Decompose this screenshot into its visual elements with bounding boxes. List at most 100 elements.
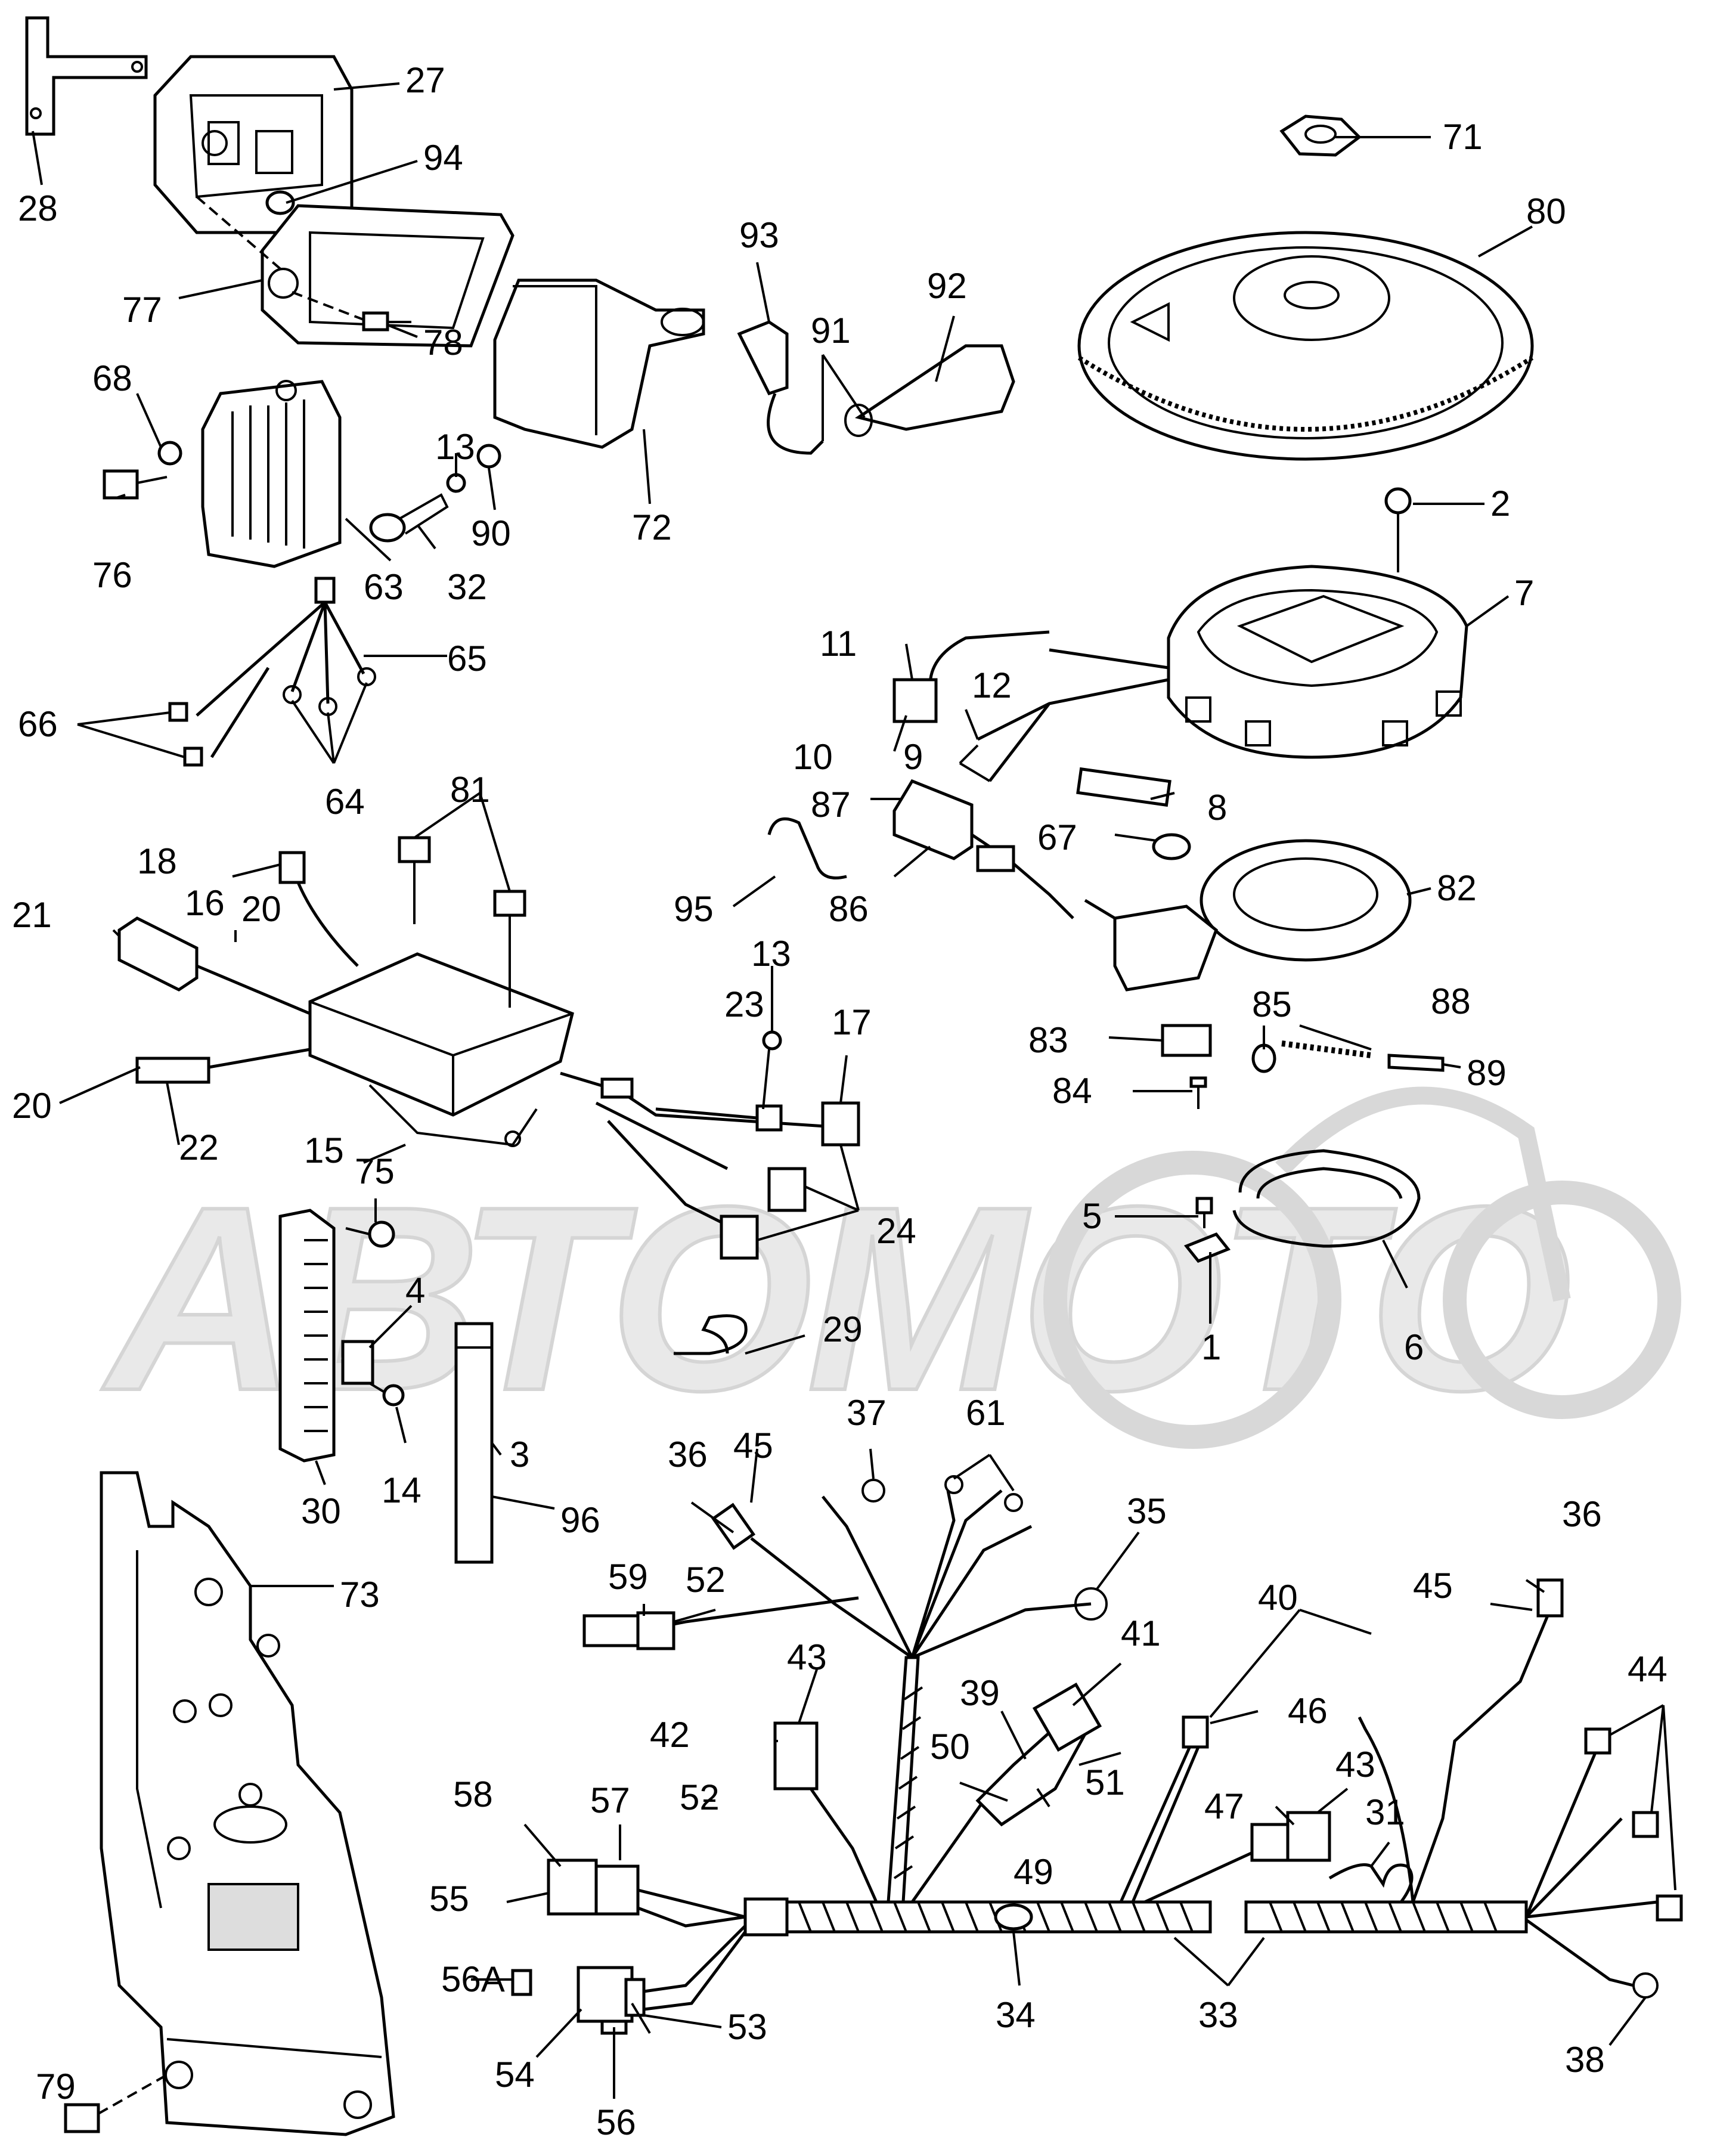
watermark-frame bbox=[1275, 1086, 1571, 1302]
part-76-bolt bbox=[103, 469, 168, 500]
callouts: 27 28 94 77 78 72 93 91 92 71 80 2 7 68 … bbox=[12, 60, 1566, 1540]
part-18-connector bbox=[117, 916, 311, 1015]
callout-28: 28 bbox=[18, 188, 58, 228]
part-7-stator bbox=[1167, 565, 1468, 759]
callout-17-b: 17 bbox=[832, 1002, 872, 1042]
callout-58: 58 bbox=[453, 1774, 493, 1814]
part-29-tie bbox=[674, 1314, 748, 1355]
callout-23-b: 23 bbox=[724, 984, 764, 1024]
callout-15: 15 bbox=[304, 1130, 344, 1170]
leader-lines bbox=[32, 82, 1676, 2099]
part-8-sleeve bbox=[1076, 767, 1171, 807]
callout-94: 94 bbox=[423, 138, 463, 178]
callout-30: 30 bbox=[301, 1491, 341, 1531]
callout-45b: 45 bbox=[1413, 1566, 1453, 1606]
callout-61: 61 bbox=[966, 1393, 1006, 1433]
callout-54: 54 bbox=[495, 2055, 535, 2095]
part-13-washer-top bbox=[446, 473, 466, 493]
callout-66: 66 bbox=[18, 704, 58, 744]
callout-96: 96 bbox=[560, 1500, 600, 1540]
callout-29-b: 29 bbox=[823, 1309, 863, 1349]
callout-10: 10 bbox=[793, 737, 833, 777]
part-28-bracket bbox=[25, 16, 148, 136]
part-16-spade bbox=[278, 851, 359, 967]
callout-6: 6 bbox=[1404, 1327, 1424, 1367]
callout-78: 78 bbox=[423, 323, 463, 363]
callout-80: 80 bbox=[1526, 191, 1566, 231]
callout-56: 56 bbox=[596, 2102, 636, 2142]
watermark-wheel-front bbox=[1043, 1151, 1341, 1449]
part-90-washer bbox=[476, 444, 501, 469]
callout-76: 76 bbox=[92, 555, 132, 595]
callout-95: 95 bbox=[674, 889, 714, 929]
part-75-screw bbox=[345, 1221, 395, 1248]
callout-89: 89 bbox=[1467, 1053, 1507, 1093]
callout-31: 31 bbox=[1365, 1792, 1405, 1832]
callout-65: 65 bbox=[447, 639, 487, 679]
callout-3: 3 bbox=[510, 1435, 529, 1474]
part-2-screw bbox=[1384, 487, 1412, 572]
part-92-spark-cap bbox=[844, 344, 1015, 437]
callout-44: 44 bbox=[1628, 1649, 1668, 1689]
callout-47: 47 bbox=[1204, 1786, 1244, 1826]
part-65-wires bbox=[168, 577, 376, 767]
callout-73: 73 bbox=[340, 1575, 380, 1615]
callout-41: 41 bbox=[1121, 1613, 1161, 1653]
callout-11: 11 bbox=[820, 624, 857, 664]
part-63-regulator bbox=[201, 380, 342, 568]
callout-85: 85 bbox=[1252, 984, 1292, 1024]
part-93-boot bbox=[737, 320, 824, 455]
dash-77-78 bbox=[292, 291, 370, 323]
part-82-timer-base bbox=[1084, 839, 1412, 992]
callout-12: 12 bbox=[972, 665, 1012, 705]
callout-87: 87 bbox=[811, 785, 851, 825]
part-13-washer-mid bbox=[762, 1030, 782, 1051]
part-77-cover bbox=[261, 204, 515, 348]
part-79-bolt bbox=[64, 2074, 168, 2133]
callout-35: 35 bbox=[1127, 1491, 1167, 1531]
part-14-screw bbox=[368, 1382, 405, 1407]
part-86-connector bbox=[892, 779, 1074, 919]
part-15-module bbox=[308, 952, 574, 1147]
callout-18-label: 18 bbox=[137, 841, 177, 881]
callout-1: 1 bbox=[1201, 1327, 1221, 1367]
part-67-grommet bbox=[1152, 833, 1191, 860]
callout-22-b: 22 bbox=[179, 1127, 219, 1167]
callout-86: 86 bbox=[829, 889, 869, 929]
callout-52b: 52 bbox=[680, 1777, 720, 1817]
callout-50: 50 bbox=[930, 1727, 970, 1767]
callout-82: 82 bbox=[1437, 868, 1477, 908]
callout-49: 49 bbox=[1014, 1852, 1053, 1892]
callout-51: 51 bbox=[1085, 1762, 1125, 1802]
callout-67: 67 bbox=[1037, 817, 1077, 857]
part-80-flywheel bbox=[1077, 231, 1534, 461]
callout-13-top: 13 bbox=[435, 427, 475, 467]
callout-20-top: 20 bbox=[241, 889, 281, 929]
part-5-screw bbox=[1195, 1197, 1213, 1228]
callout-77: 77 bbox=[122, 290, 162, 330]
watermark-wheel-rear bbox=[1443, 1181, 1681, 1419]
part-6-ring bbox=[1232, 1149, 1421, 1248]
callout-59: 59 bbox=[608, 1557, 648, 1597]
callout-92: 92 bbox=[927, 266, 967, 306]
callout-5: 5 bbox=[1082, 1196, 1102, 1236]
callout-43a: 43 bbox=[787, 1637, 827, 1677]
callout-24-b: 24 bbox=[876, 1211, 916, 1251]
callout-45a: 45 bbox=[733, 1426, 773, 1466]
callout-4: 4 bbox=[405, 1271, 425, 1311]
part-33-harness bbox=[511, 1475, 1683, 2035]
callout-42: 42 bbox=[650, 1715, 690, 1755]
callout-43b: 43 bbox=[1335, 1745, 1375, 1785]
callout-52a: 52 bbox=[686, 1560, 726, 1600]
part-78-screw bbox=[362, 311, 411, 332]
callout-32: 32 bbox=[447, 567, 487, 607]
callout-8: 8 bbox=[1207, 788, 1227, 828]
callout-2: 2 bbox=[1490, 484, 1510, 523]
callout-39: 39 bbox=[960, 1673, 1000, 1713]
part-84-screw bbox=[1189, 1076, 1207, 1109]
callout-34: 34 bbox=[996, 1995, 1036, 2035]
callout-63: 63 bbox=[364, 567, 404, 607]
callout-9: 9 bbox=[903, 737, 923, 777]
